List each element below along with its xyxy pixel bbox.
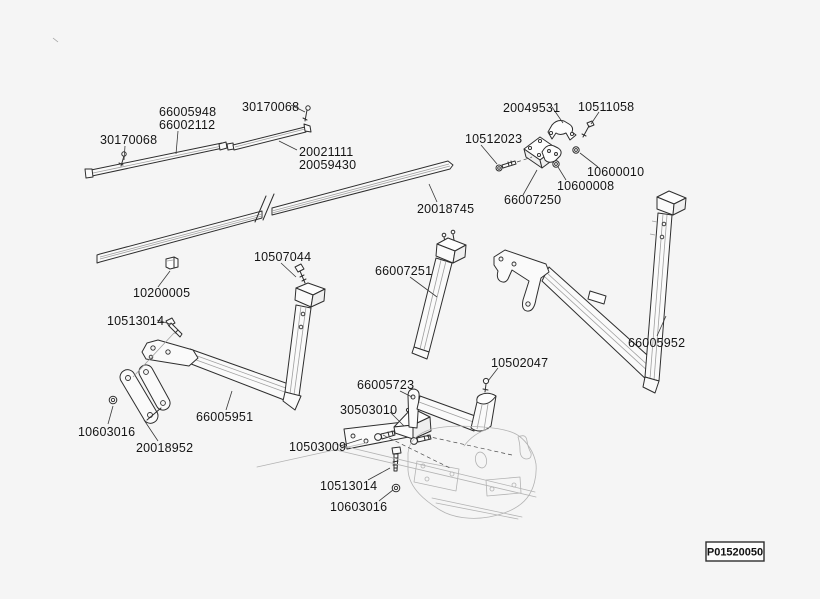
screw-30170068-left (118, 151, 127, 167)
clamp-20049531 (547, 120, 577, 141)
part-label-10603016-bottom: 10603016 (330, 500, 387, 514)
nut-10600008 (552, 160, 560, 168)
part-label-66007251: 66007251 (375, 264, 432, 278)
corner-tick-mark (52, 37, 59, 43)
cap-screws (441, 229, 456, 243)
part-label-10513014-left: 10513014 (107, 314, 164, 328)
support-assembly-drawing (343, 377, 497, 493)
bolt-10507044 (294, 263, 307, 284)
rod-assembly-drawing (84, 105, 312, 179)
part-label-20018952: 20018952 (136, 441, 193, 455)
drawing-number: P01520050 (707, 547, 763, 559)
nut-10603016-left (108, 395, 118, 405)
part-label-10600008: 10600008 (557, 179, 614, 193)
part-label-10512023: 10512023 (465, 132, 522, 146)
part-label-20049531: 20049531 (503, 101, 560, 115)
bolt-10511058 (581, 120, 595, 138)
nut-10603016-bottom (391, 483, 401, 493)
part-label-10603016-left: 10603016 (78, 425, 135, 439)
bolt-10513014-left (132, 317, 183, 378)
middle-post-drawing (411, 229, 467, 360)
break-mark (254, 195, 267, 223)
part-label-30503010: 30503010 (340, 403, 397, 417)
end-cap-drawing (165, 256, 179, 270)
clamp-assembly-drawing (495, 120, 595, 172)
bolt-10503009-b (410, 434, 432, 445)
part-label-20018745: 20018745 (417, 202, 474, 216)
part-label-10507044: 10507044 (254, 250, 311, 264)
part-label-66005951: 66005951 (196, 410, 253, 424)
part-label-66005948: 66005948 (159, 105, 216, 119)
left-arm-assembly-drawing (108, 263, 326, 424)
part-label-66005952: 66005952 (628, 336, 685, 350)
phantom-chassis-drawing (256, 425, 537, 520)
cylinder-sleeve (470, 392, 497, 432)
nut-10600010 (572, 146, 580, 154)
part-label-10200005: 10200005 (133, 286, 190, 300)
part-label-66005723: 66005723 (357, 378, 414, 392)
part-label-10600010: 10600010 (587, 165, 644, 179)
break-mark (262, 193, 275, 221)
part-label-20021111: 20021111 (299, 145, 353, 159)
part-labels: 66005948 66002112 30170068 30170068 2002… (78, 100, 685, 514)
bolt-10502047 (482, 377, 490, 393)
right-frame-drawing (493, 190, 687, 394)
main-rail-drawing (96, 160, 454, 264)
part-label-30170068-left: 30170068 (100, 133, 157, 147)
part-label-10511058: 10511058 (578, 100, 634, 114)
part-label-20059430: 20059430 (299, 158, 356, 172)
strap-plate-66005723 (407, 388, 420, 429)
part-label-10513014-bottom: 10513014 (320, 479, 377, 493)
bolt-10503009-a (374, 430, 396, 441)
part-label-66002112: 66002112 (159, 118, 215, 132)
screw-30170068-top (302, 105, 311, 122)
part-label-66007250: 66007250 (504, 193, 561, 207)
leader-lines (107, 104, 667, 502)
drawing-number-box: P01520050 (705, 541, 765, 562)
bolt-10512023 (495, 156, 533, 172)
link-bracket-20018952 (119, 364, 171, 424)
part-label-10502047: 10502047 (491, 356, 548, 370)
part-label-10503009: 10503009 (289, 440, 346, 454)
part-label-30170068-top: 30170068 (242, 100, 299, 114)
